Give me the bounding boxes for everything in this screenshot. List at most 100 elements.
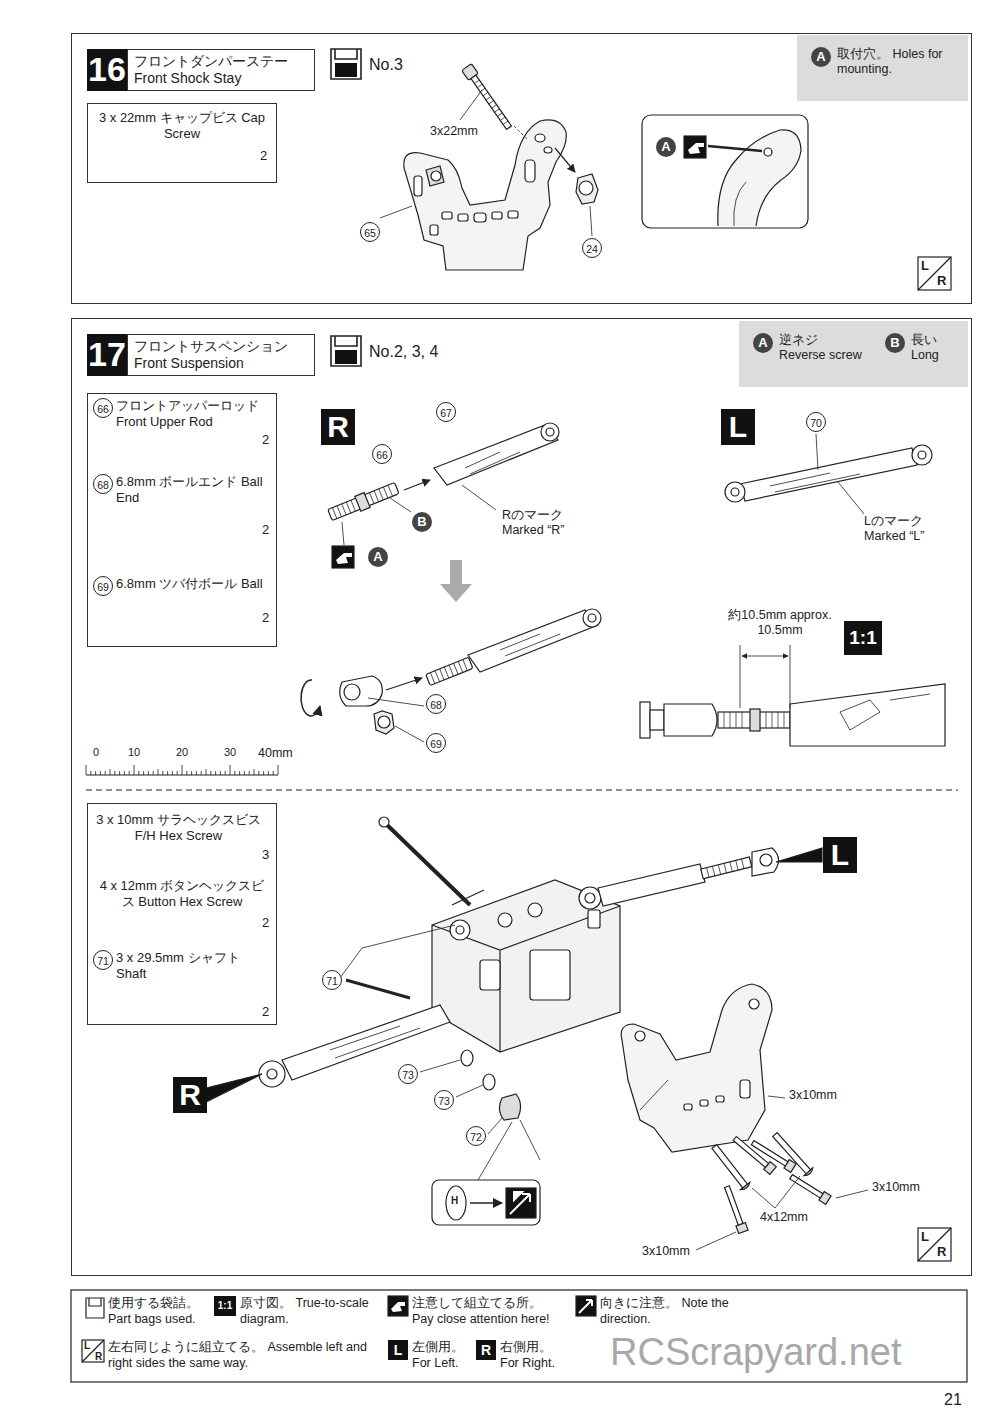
- parts-box: 3 x 22mm キャップビス Cap Screw2: [87, 103, 277, 183]
- callout-number: 73: [434, 1090, 454, 1110]
- illustration-part: [836, 1190, 868, 1198]
- illustration-part: [462, 64, 514, 132]
- illustration-part: [483, 1074, 495, 1090]
- illustration-part: [684, 136, 706, 158]
- illustration-part: [470, 1202, 502, 1204]
- bag-icon: [331, 49, 361, 79]
- illustration-part: [525, 160, 535, 182]
- illustration-part: [340, 948, 362, 978]
- illustration-part: [71, 1290, 967, 1382]
- step-title: フロントサスペンション Front Suspension: [127, 334, 315, 376]
- callout-number: 66: [93, 398, 113, 418]
- dimension: 3x22mm: [428, 124, 480, 139]
- side-tag: L: [721, 409, 755, 445]
- node-text: 長い Long: [911, 333, 959, 363]
- side-tag: L: [823, 837, 857, 873]
- scale-number: 10: [119, 746, 149, 759]
- illustration-part: [700, 1100, 708, 1106]
- illustration-part: [434, 425, 558, 485]
- illustration-part: [380, 206, 412, 218]
- illustration-part: [462, 485, 496, 510]
- illustration-part: [330, 1026, 420, 1058]
- illustration-part: [432, 880, 620, 1052]
- illustration-part: [740, 645, 741, 708]
- part-count: 2: [260, 915, 271, 931]
- illustration-part: [725, 482, 745, 502]
- watermark: RCScrapyard.net: [610, 1330, 901, 1376]
- illustration-part: [912, 445, 932, 465]
- parts-box: 66フロントアッパーロッド Front Upper Rod2686.8mm ボー…: [87, 393, 277, 647]
- illustration-part: [71, 64, 967, 1382]
- callout-letter: A: [656, 137, 676, 157]
- illustration-part: [452, 890, 484, 905]
- illustration-part: [514, 126, 528, 140]
- illustration-part: [86, 765, 278, 775]
- node-text: 4 x 12mm ボタンヘックスビス Button Hex Screw: [96, 878, 268, 909]
- node-text: 6.8mm ツバ付ボール Ball: [116, 576, 266, 592]
- illustration-part: [585, 893, 595, 903]
- icon-letter: R: [937, 273, 946, 289]
- node-text: 逆ネジ Reverse screw: [779, 333, 865, 363]
- illustration-part: [790, 684, 945, 746]
- note-text: Rのマーク Marked “R”: [500, 508, 610, 538]
- icon-letter: R: [476, 1340, 496, 1360]
- illustration-part: [368, 698, 424, 706]
- callout-letter: B: [885, 333, 905, 353]
- illustration-part: [480, 960, 500, 990]
- illustration-part: [346, 980, 410, 998]
- illustration-part: [426, 657, 473, 685]
- illustration-part: [725, 1186, 743, 1225]
- illustration-part: [508, 211, 518, 218]
- dimension: 3x10mm: [787, 1088, 839, 1103]
- page-number: 21: [944, 1390, 962, 1409]
- illustration-part: [456, 1085, 483, 1097]
- node-text: L: [823, 837, 857, 873]
- illustration-part: [740, 448, 917, 501]
- callout-number: 71: [93, 950, 113, 970]
- illustration-part: [718, 130, 801, 226]
- illustration-part: [642, 115, 808, 228]
- illustration-part: [708, 146, 762, 151]
- legend-text: 左右同じように組立てる。 Assemble left and right sid…: [108, 1340, 378, 1371]
- illustration-part: [282, 1005, 450, 1080]
- illustration-part: [688, 143, 704, 154]
- illustration-part: [332, 546, 354, 568]
- illustration-part: [712, 1145, 748, 1188]
- callout-letter: A: [753, 333, 773, 353]
- illustration-part: [378, 716, 390, 728]
- illustration-part: [579, 181, 593, 195]
- illustration-part: [206, 1074, 262, 1102]
- part-count: 2: [260, 1004, 271, 1020]
- step-title: フロントダンパーステー Front Shock Stay: [127, 49, 315, 91]
- side-tag: R: [321, 409, 355, 445]
- node-text: R: [173, 1077, 207, 1113]
- illustration-part: [588, 614, 596, 622]
- illustration-part: [731, 488, 739, 496]
- illustration-part: [770, 1131, 814, 1178]
- illustration-part: [590, 206, 592, 236]
- illustration-part: [530, 950, 570, 1000]
- illustration-part: [384, 822, 470, 905]
- icon-letter: H: [451, 1195, 458, 1207]
- illustration-part: [918, 257, 951, 290]
- illustration-part: [650, 710, 664, 730]
- illustration-part: [734, 182, 746, 226]
- legend-text: 向きに注意。 Note the direction.: [600, 1296, 730, 1327]
- illustration-part: [840, 694, 930, 730]
- illustration-part: [816, 434, 818, 470]
- illustration-part: [918, 451, 926, 459]
- illustration-part: [701, 857, 752, 879]
- bag-icon: [329, 47, 363, 81]
- illustration-part: [724, 712, 784, 728]
- illustration-part: [431, 171, 441, 181]
- illustration-part: [301, 680, 320, 716]
- illustration-part: [499, 1094, 520, 1120]
- illustration-part: [918, 1228, 951, 1261]
- illustration-part: [442, 212, 452, 219]
- callout-number: 68: [93, 474, 113, 494]
- illustration-part: [579, 1300, 592, 1313]
- illustration-part: [492, 212, 502, 219]
- legend-text: 右側用。 For Right.: [500, 1340, 564, 1371]
